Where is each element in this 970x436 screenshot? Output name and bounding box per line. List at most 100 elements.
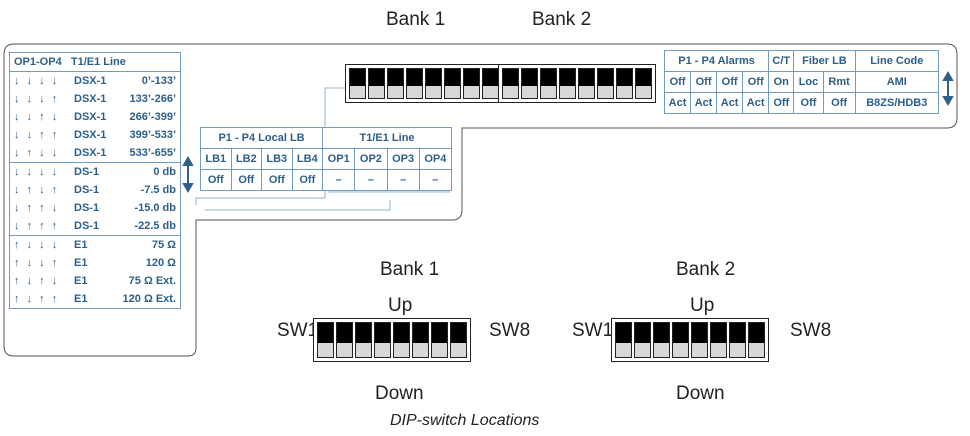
switch-arrows: ↓ ↑ ↑ ↑: [14, 220, 60, 232]
switch-up-half: [560, 69, 575, 86]
cell-value: B8ZS/HDB3: [854, 92, 940, 114]
line-type: DSX-1: [74, 75, 107, 87]
dip-switch: [336, 322, 353, 358]
line-value: 133’-266’: [129, 93, 176, 105]
switch-up-half: [445, 69, 460, 86]
switch-down-half: [692, 343, 707, 357]
alarms-table: P1 - P4 Alarms C/T Fiber LB Line Code Of…: [663, 50, 940, 114]
top-bank1-label: Bank 1: [386, 9, 446, 30]
switch-up-half: [432, 323, 447, 343]
switch-up-half: [388, 69, 403, 86]
dip-switch: [521, 68, 538, 99]
switch-up-half: [654, 323, 669, 343]
figure-caption: DIP-switch Locations: [390, 412, 540, 429]
cell-value: AMI: [854, 71, 940, 93]
dip-switch: [406, 68, 423, 99]
switch-down-half: [483, 86, 498, 98]
line-value: -7.5 db: [140, 184, 176, 196]
dip-switch: [463, 68, 480, 99]
switch-down-half: [407, 86, 422, 98]
dip-switch: [559, 68, 576, 99]
bank2-sw1-label: SW1: [572, 320, 614, 341]
switch-up-half: [579, 69, 594, 86]
cell-value: –: [386, 169, 420, 191]
switch-down-half: [445, 86, 460, 98]
dip-switch: [635, 68, 652, 99]
top-switch-bank1: [345, 64, 503, 103]
line-value: 120 Ω: [145, 257, 176, 269]
switch-down-half: [617, 86, 632, 98]
switch-arrows: ↓ ↓ ↑ ↑: [14, 129, 60, 141]
dip-switch: [597, 68, 614, 99]
switch-up-half: [318, 323, 333, 343]
cell-value: Off: [742, 71, 770, 93]
line-config-row: ↓ ↑ ↑ ↓DS-1-15.0 db: [10, 199, 180, 217]
dip-switch: [615, 322, 632, 358]
column-header: LB1: [200, 148, 232, 170]
switch-down-half: [388, 86, 403, 98]
switch-up-half: [369, 69, 384, 86]
line-type: DSX-1: [74, 147, 107, 159]
switch-arrows: ↓ ↓ ↑ ↓: [14, 111, 60, 123]
switch-arrows: ↑ ↓ ↑ ↓: [14, 275, 60, 287]
line-config-row: ↓ ↑ ↑ ↑DS-1-22.5 db: [10, 217, 180, 235]
switch-down-half: [337, 343, 352, 357]
column-header: OP2: [354, 148, 388, 170]
switch-up-half: [394, 323, 409, 343]
switch-down-half: [635, 343, 650, 357]
cell-value: Off: [768, 92, 795, 114]
switch-up-half: [522, 69, 537, 86]
switch-down-half: [616, 343, 631, 357]
up-down-arrow-icon: [182, 70, 954, 194]
switch-down-half: [451, 343, 466, 357]
switch-down-half: [711, 343, 726, 357]
alarms-group: P1 - P4 Alarms: [663, 50, 770, 72]
switch-up-half: [464, 69, 479, 86]
line-value: -15.0 db: [134, 202, 176, 214]
switch-up-half: [407, 69, 422, 86]
bottom-switch-bank1: [313, 318, 471, 362]
column-header: OP4: [418, 148, 453, 170]
switch-up-half: [426, 69, 441, 86]
dip-switch: [349, 68, 366, 99]
switch-down-half: [394, 343, 409, 357]
switch-up-half: [503, 69, 518, 86]
switch-arrows: ↓ ↑ ↓ ↓: [14, 147, 60, 159]
switch-arrows: ↓ ↑ ↑ ↓: [14, 202, 60, 214]
cell-value: Act: [742, 92, 770, 114]
line-type: E1: [74, 275, 88, 287]
switch-down-half: [318, 343, 333, 357]
dip-switch: [748, 322, 765, 358]
switch-up-half: [711, 323, 726, 343]
dip-switch: [387, 68, 404, 99]
switch-arrows: ↓ ↓ ↓ ↓: [14, 166, 60, 178]
cell-value: Act: [690, 92, 718, 114]
fiber-group: Fiber LB: [793, 50, 856, 72]
dip-switch: [393, 322, 410, 358]
cell-value: Loc: [793, 71, 824, 93]
cell-value: On: [768, 71, 795, 93]
line-value: 399’-533’: [129, 129, 176, 141]
dip-switch: [729, 322, 746, 358]
bank2-up-label: Up: [690, 295, 715, 316]
dip-switch: [672, 322, 689, 358]
dip-switch: [425, 68, 442, 99]
cell-value: Act: [663, 92, 692, 114]
line-group: T1/E1 Line: [322, 127, 452, 149]
switch-down-half: [432, 343, 447, 357]
line-type: DSX-1: [74, 111, 107, 123]
line-type: DSX-1: [74, 93, 107, 105]
cell-value: Off: [716, 71, 744, 93]
dip-switch: [368, 68, 385, 99]
line-config-row: ↓ ↑ ↓ ↑DS-1-7.5 db: [10, 181, 180, 199]
line-code-group: Line Code: [854, 50, 940, 72]
line-type: DS-1: [74, 220, 100, 232]
cell-value: Off: [663, 71, 692, 93]
bank1-up-label: Up: [388, 295, 413, 316]
dip-switch: [450, 322, 467, 358]
